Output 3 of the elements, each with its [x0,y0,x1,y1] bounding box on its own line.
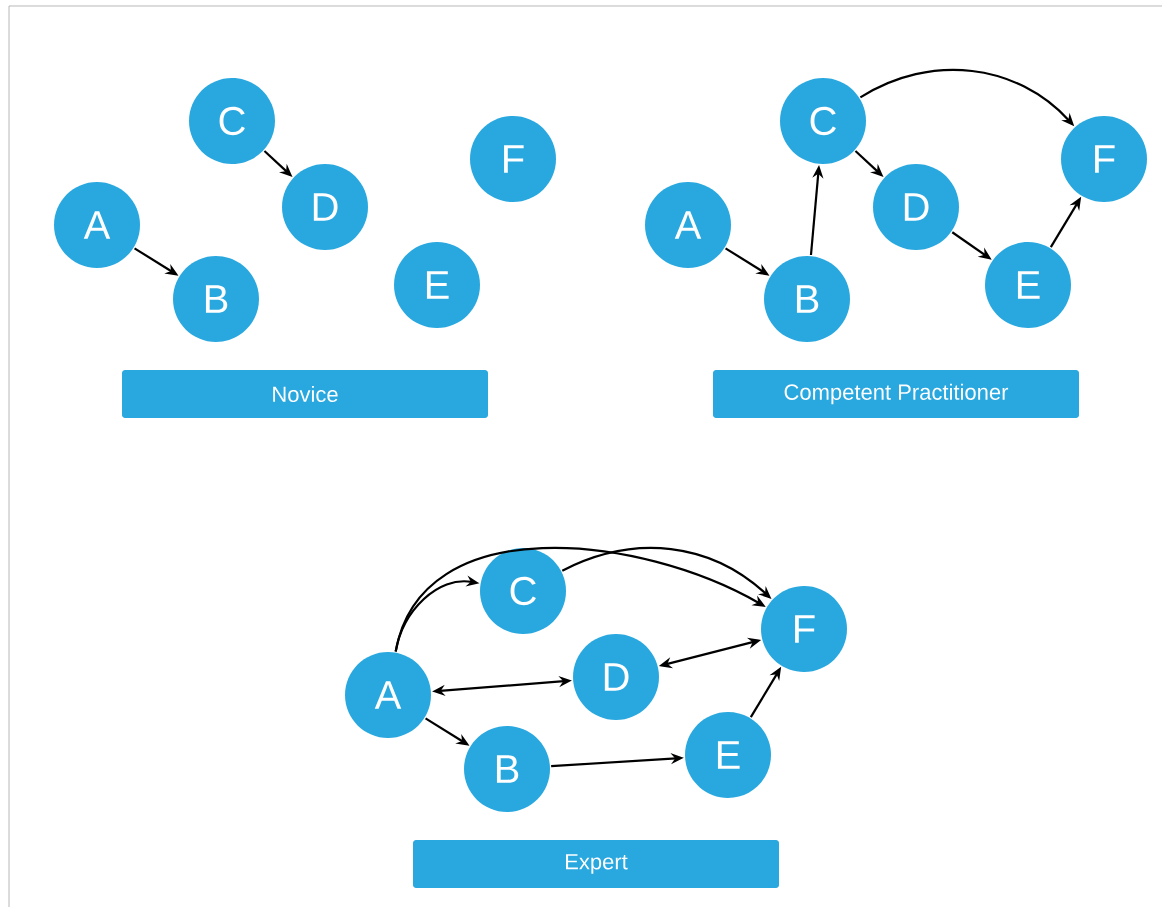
stage-label-box: Competent Practitioner [713,370,1079,418]
stage-label-box: Expert [413,840,779,888]
stage-label-box: Novice [122,370,488,418]
